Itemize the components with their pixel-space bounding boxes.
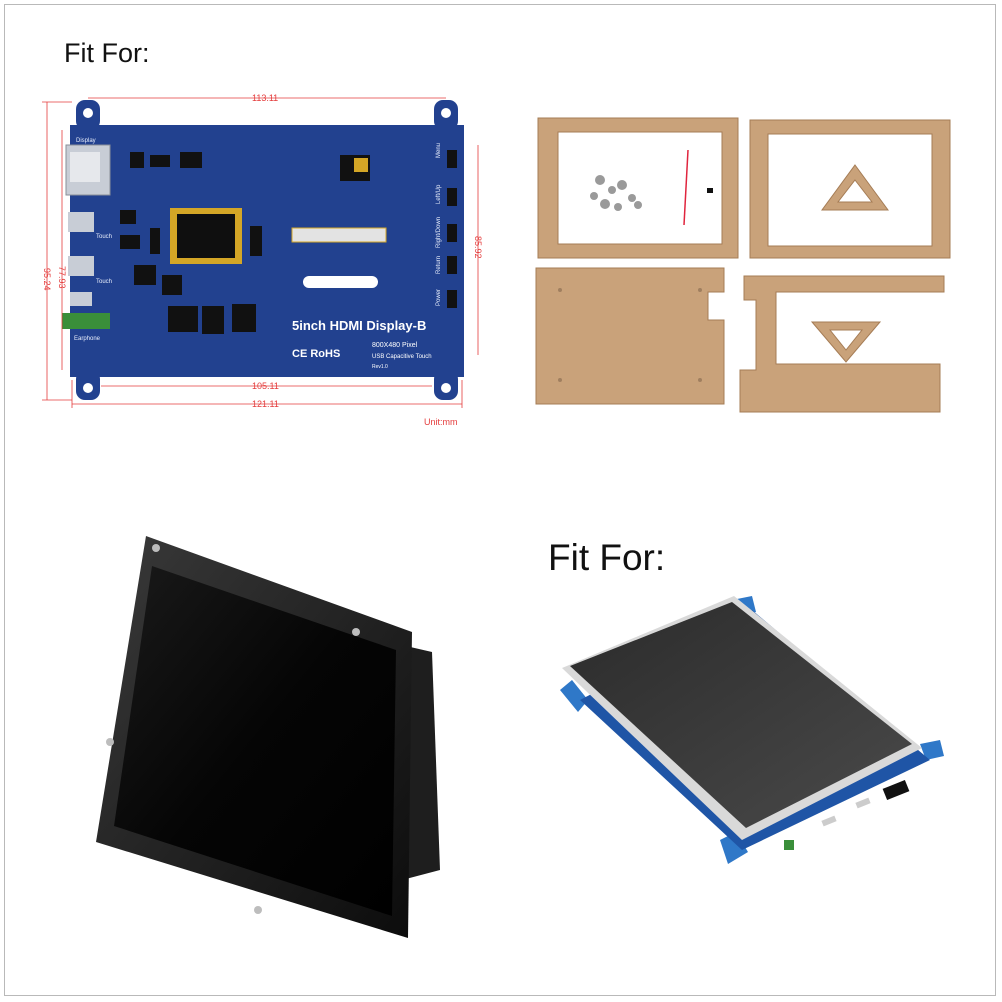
ic [168, 306, 198, 332]
mount-hole [441, 108, 451, 118]
hdmi-port [882, 779, 910, 801]
board-slot [303, 276, 378, 288]
ic [150, 155, 170, 167]
ribbon-connector [291, 227, 387, 243]
dim-bottom-inner: 105.11 [252, 381, 279, 391]
ic [150, 228, 160, 254]
board-resolution: 800X480 Pixel [372, 342, 418, 349]
audio-port [784, 840, 794, 850]
ic [250, 226, 262, 256]
acrylic-side-frame [739, 275, 945, 413]
acrylic-frame-2 [749, 119, 951, 259]
blue-mount [560, 680, 588, 712]
board-certs: CE RoHS [292, 348, 340, 360]
board-title: 5inch HDMI Display-B [292, 318, 426, 333]
usb-port [855, 797, 871, 809]
button-left-up [447, 188, 457, 206]
label-touch-1: Touch [96, 234, 112, 240]
black-case-display [96, 536, 440, 938]
small-part [707, 188, 713, 193]
dim-top-width: 113.11 [252, 93, 278, 103]
lcd-screen [570, 602, 912, 828]
case-screw [152, 544, 160, 552]
main-chip [177, 214, 235, 258]
label-touch-2: Touch [96, 279, 112, 285]
button-menu [447, 150, 457, 168]
acrylic-triangle-up [821, 164, 889, 211]
ic [162, 275, 182, 295]
dim-bottom-outer: 121.11 [252, 399, 279, 409]
case-screw [254, 906, 262, 914]
ic [232, 304, 256, 332]
acrylic-back-plate [535, 267, 725, 405]
label-earphone: Earphone [74, 336, 101, 342]
mount-hole [441, 383, 451, 393]
pcb-drawing: 5inch HDMI Display-B CE RoHS 800X480 Pix… [42, 93, 483, 427]
board-rev: Rev1.0 [372, 364, 388, 370]
button-return [447, 256, 457, 274]
case-screen [114, 566, 396, 916]
blue-mount [920, 740, 944, 760]
board-touch: USB Capacitive Touch [372, 354, 432, 360]
label-return: Return [436, 256, 442, 274]
ic [120, 235, 140, 249]
dimension-lines [42, 97, 479, 408]
acrylic-parts [535, 117, 951, 413]
acrylic-triangle-down [810, 321, 882, 363]
mount-hole [83, 108, 93, 118]
usb-connector-1 [68, 212, 94, 232]
ic [134, 265, 156, 285]
button-right-down [447, 224, 457, 242]
pcb-board [70, 125, 464, 377]
dim-left-inner: 77.93 [57, 266, 67, 289]
case-screw [352, 628, 360, 636]
usb-connector-2 [68, 256, 94, 276]
dim-right: 85.92 [473, 236, 483, 259]
blue-mount [720, 832, 748, 864]
ic-pad [354, 158, 368, 172]
mount-hole [83, 383, 93, 393]
label-menu: Menu [436, 143, 442, 158]
dim-left-outer: 95.24 [42, 268, 52, 291]
usb-connector-3 [70, 292, 92, 306]
ic [180, 152, 202, 168]
earphone-jack [62, 313, 110, 329]
hdmi-connector-inner [70, 152, 100, 182]
label-display: Display [76, 138, 96, 144]
acrylic-frame-1 [537, 117, 739, 259]
screw-pile [590, 175, 642, 211]
fit-for-label-bottom: Fit For: [548, 537, 666, 578]
label-power: Power [436, 289, 442, 306]
ic [120, 210, 136, 224]
button-power [447, 290, 457, 308]
lcd-board-photo [560, 596, 944, 864]
fit-for-label-top: Fit For: [64, 38, 150, 68]
dim-unit: Unit:mm [424, 417, 458, 427]
ic [130, 152, 144, 168]
red-wire [683, 149, 689, 226]
label-left-up: Left/Up [436, 184, 442, 204]
label-right-down: Right/Down [436, 217, 442, 248]
ic [202, 306, 224, 334]
case-screw [106, 738, 114, 746]
usb-port [821, 815, 837, 827]
